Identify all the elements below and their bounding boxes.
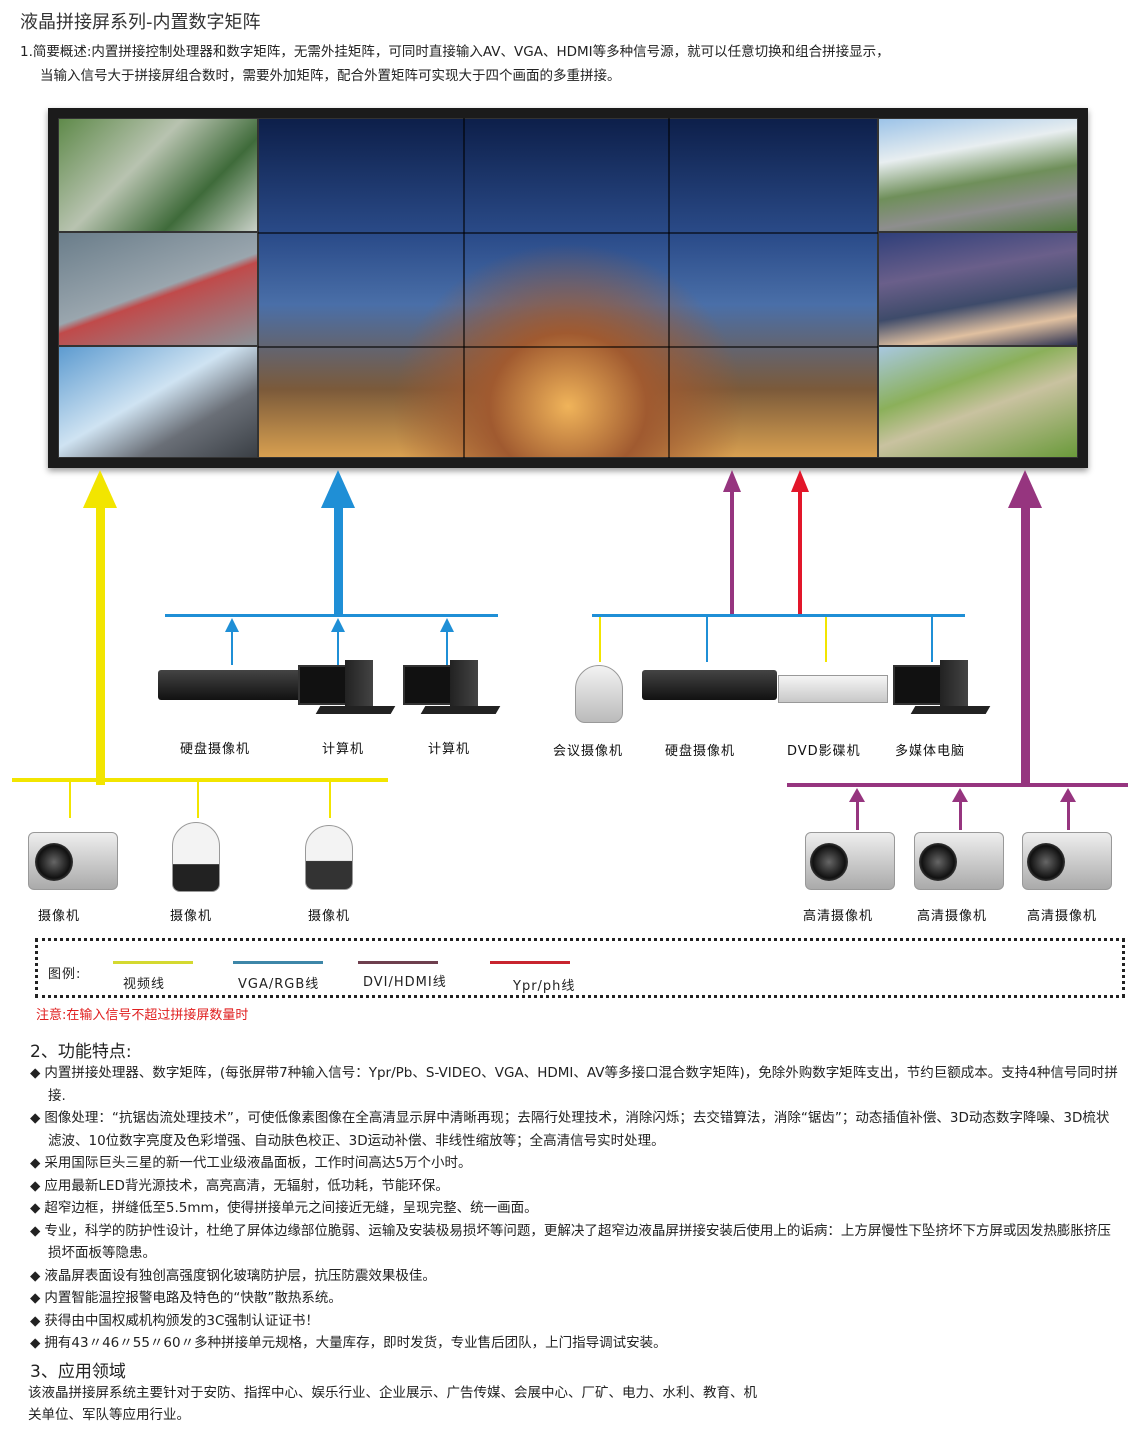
features-section: 2、功能特点: 内置拼接处理器、数字矩阵，(每张屏带7种输入信号：Ypr/Pb、… xyxy=(28,1037,1120,1427)
page-title: 液晶拼接屏系列-内置数字矩阵 xyxy=(20,12,261,33)
keyboard-icon xyxy=(420,706,501,714)
device-label: 高清摄像机 xyxy=(917,909,988,924)
dvi-line-trunk xyxy=(730,490,734,615)
pc-tower-icon xyxy=(450,660,478,710)
application-heading: 3、应用领域 xyxy=(30,1361,126,1382)
device-label: 会议摄像机 xyxy=(553,744,624,759)
wall-panel-bridge xyxy=(58,346,258,458)
wall-panel-highway xyxy=(58,232,258,346)
dvr-icon xyxy=(642,670,777,700)
device-label: 摄像机 xyxy=(38,909,81,924)
feature-item: 应用最新LED背光源技术，高亮高清，无辐射，低功耗，节能环保。 xyxy=(28,1175,1120,1198)
video-line-trunk xyxy=(96,505,105,785)
legend-item: 视频线 xyxy=(123,977,166,992)
vga-arrow-icon xyxy=(321,470,355,508)
feature-item: 内置拼接处理器、数字矩阵，(每张屏带7种输入信号：Ypr/Pb、S-VIDEO、… xyxy=(28,1062,1120,1107)
wall-panel-interchange xyxy=(58,118,258,232)
video-arrow-icon xyxy=(83,470,117,508)
pc-tower-icon xyxy=(940,660,968,710)
feature-item: 液晶屏表面设有独创高强度钢化玻璃防护层，抗压防震效果极佳。 xyxy=(28,1265,1120,1288)
feature-item: 采用国际巨头三星的新一代工业级液晶面板，工作时间高达5万个小时。 xyxy=(28,1152,1120,1175)
wall-panel-overpass xyxy=(878,346,1078,458)
wall-panel-road-bus xyxy=(878,118,1078,232)
video-line-bus xyxy=(12,778,388,782)
device-label: 摄像机 xyxy=(308,909,351,924)
hd-line-trunk xyxy=(1021,505,1030,787)
legend-swatch-video xyxy=(113,961,193,964)
feature-item: 超窄边框，拼缝低至5.5mm，使得拼接单元之间接近无缝，呈现完整、统一画面。 xyxy=(28,1197,1120,1220)
feature-item: 内置智能温控报警电路及特色的“快散”散热系统。 xyxy=(28,1287,1120,1310)
hd-camera-icon xyxy=(1022,832,1112,890)
legend-box: 图例: 视频线 VGA/RGB线 DVI/HDMI线 Ypr/ph线 xyxy=(35,938,1125,998)
legend-swatch-vga xyxy=(233,961,323,964)
ypr-arrow-icon xyxy=(791,470,809,492)
vga-line-trunk xyxy=(334,505,343,617)
dvr-icon xyxy=(158,670,308,700)
keyboard-icon xyxy=(315,706,396,714)
intro-line: 当输入信号大于拼接屏组合数时，需要外加矩阵，配合外置矩阵可实现大于四个画面的多重… xyxy=(40,68,621,84)
dome-camera-icon xyxy=(172,822,220,892)
legend-swatch-ypr xyxy=(490,961,570,964)
legend-label: 图例: xyxy=(48,967,82,982)
hd-arrow-icon xyxy=(1008,470,1042,508)
ypr-line-trunk xyxy=(798,490,802,615)
legend-item: VGA/RGB线 xyxy=(238,977,320,992)
intro-paragraph: 1.简要概述:内置拼接控制处理器和数字矩阵，无需外挂矩阵，可同时直接输入AV、V… xyxy=(20,40,890,88)
legend-item: Ypr/ph线 xyxy=(513,979,576,994)
device-label: 计算机 xyxy=(428,742,471,757)
hd-camera-icon xyxy=(805,832,895,890)
dome-camera-icon xyxy=(575,665,623,723)
device-label: 高清摄像机 xyxy=(1027,909,1098,924)
hd-camera-icon xyxy=(914,832,1004,890)
intro-line: 1.简要概述:内置拼接控制处理器和数字矩阵，无需外挂矩阵，可同时直接输入AV、V… xyxy=(20,44,890,60)
note-text: 注意:在输入信号不超过拼接屏数量时 xyxy=(36,1008,249,1023)
device-label: 多媒体电脑 xyxy=(895,744,966,759)
feature-item: 图像处理：“抗锯齿流处理技术”，可使低像素图像在全高清显示屏中清晰再现；去隔行处… xyxy=(28,1107,1120,1152)
box-camera-icon xyxy=(28,832,118,890)
dvi-arrow-icon xyxy=(723,470,741,492)
device-label: 摄像机 xyxy=(170,909,213,924)
device-label: 硬盘摄像机 xyxy=(180,742,251,757)
feature-item: 获得由中国权威机构颁发的3C强制认证证书！ xyxy=(28,1310,1120,1333)
legend-swatch-dvi xyxy=(358,961,438,964)
feature-item: 专业，科学的防护性设计，杜绝了屏体边缘部位脆弱、运输及安装极易损坏等问题，更解决… xyxy=(28,1220,1120,1265)
monitor-icon xyxy=(298,665,348,705)
video-wall-image xyxy=(48,108,1088,468)
ir-dome-camera-icon xyxy=(305,825,353,890)
keyboard-icon xyxy=(910,706,991,714)
device-label: 硬盘摄像机 xyxy=(665,744,736,759)
wall-panel-road-dusk xyxy=(878,232,1078,346)
vga-line-bus xyxy=(165,614,498,617)
legend-item: DVI/HDMI线 xyxy=(363,975,447,990)
application-line: 关单位、军队等应用行业。 xyxy=(28,1407,190,1423)
feature-item: 拥有43〃46〃55〃60〃多种拼接单元规格，大量库存，即时发货，专业售后团队，… xyxy=(28,1332,1120,1355)
application-line: 该液晶拼接屏系统主要针对于安防、指挥中心、娱乐行业、企业展示、广告传媒、会展中心… xyxy=(28,1384,757,1401)
monitor-icon xyxy=(893,665,943,705)
hd-line-bus xyxy=(787,783,1128,787)
device-label: DVD影碟机 xyxy=(787,744,861,759)
dvd-player-icon xyxy=(778,675,888,703)
mixed-line-bus xyxy=(592,614,965,617)
features-heading: 2、功能特点: xyxy=(30,1042,132,1062)
monitor-icon xyxy=(403,665,453,705)
device-label: 高清摄像机 xyxy=(803,909,874,924)
pc-tower-icon xyxy=(345,660,373,710)
wall-panel-city-night xyxy=(258,118,878,458)
device-label: 计算机 xyxy=(322,742,365,757)
